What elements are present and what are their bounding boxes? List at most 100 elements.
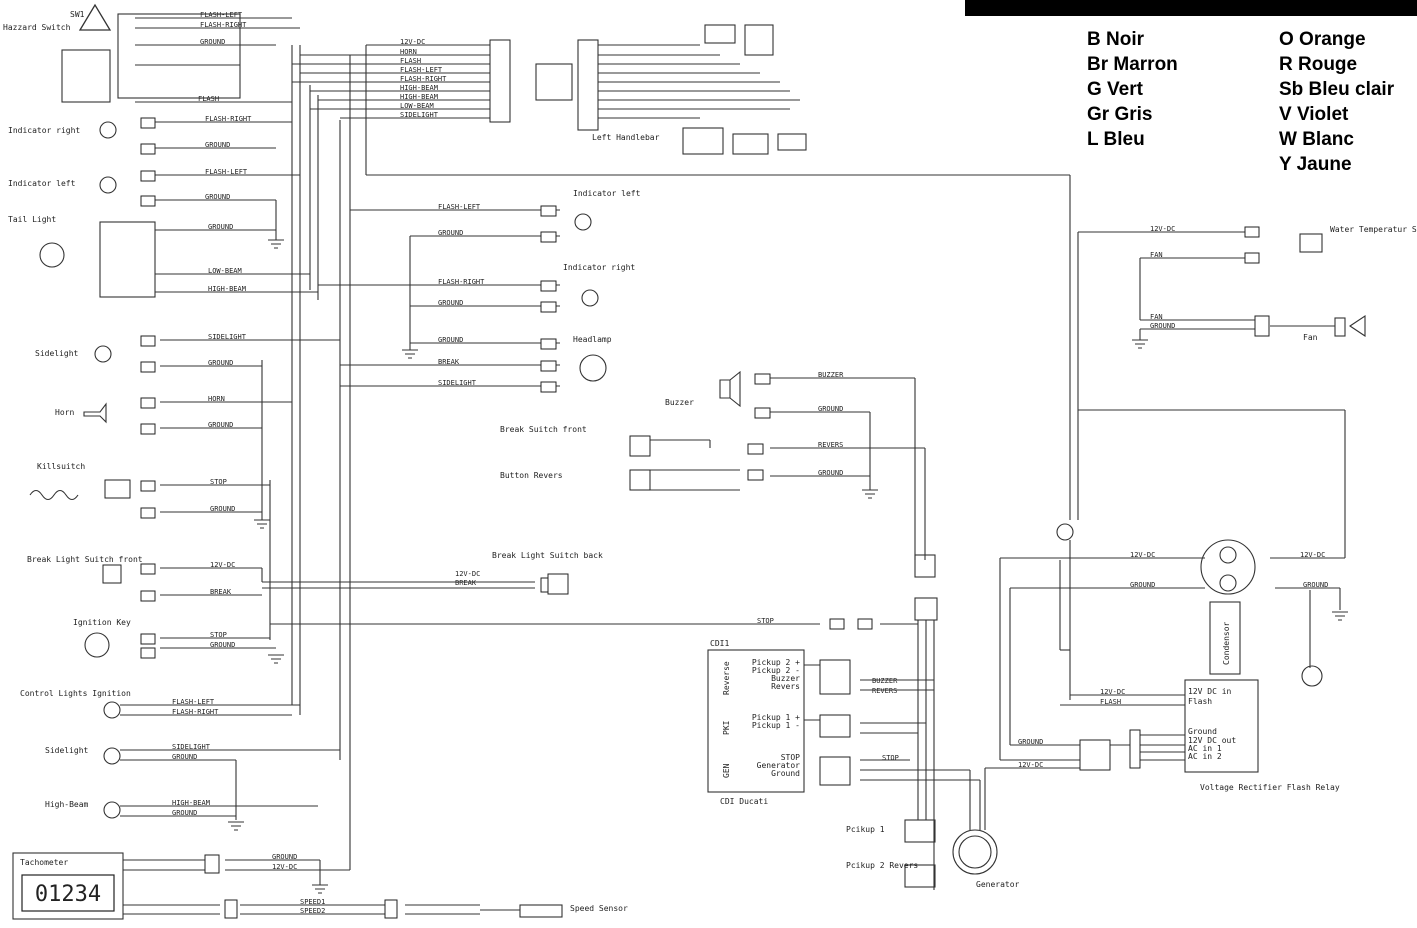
wire-label: FLASH-RIGHT	[438, 278, 485, 286]
cdi-pin: Generator	[757, 761, 801, 770]
legend-item: B Noir	[1087, 29, 1144, 50]
rectifier-pin: Flash	[1188, 697, 1212, 706]
wire-label: FLASH-LEFT	[200, 11, 243, 19]
label-generator: Generator	[976, 880, 1020, 889]
legend-item: L Bleu	[1087, 129, 1145, 150]
wire-label: HIGH-BEAM	[400, 93, 438, 101]
label-ignition-key: Ignition Key	[73, 618, 131, 627]
wire-label: FAN	[1150, 313, 1163, 321]
wire-label: GROUND	[200, 38, 225, 46]
legend-item: O Orange	[1279, 29, 1366, 50]
rectifier-pin: Ground	[1188, 727, 1217, 736]
cdi-pin: Buzzer	[771, 674, 800, 683]
wire-label: SIDELIGHT	[400, 111, 439, 119]
wire-label: HORN	[208, 395, 225, 403]
wire-label: FLASH-LEFT	[172, 698, 215, 706]
wire-label: GROUND	[208, 421, 233, 429]
label-buzzer: Buzzer	[665, 398, 694, 407]
wire-label: FLASH-LEFT	[438, 203, 481, 211]
label-break-light-front: Break Light Suitch front	[27, 555, 143, 564]
wire-label: GROUND	[172, 753, 197, 761]
wire-label: LOW-BEAM	[400, 102, 434, 110]
wire-label: 12V-DC	[1300, 551, 1325, 559]
cdi-pin-labels: Pickup 2 + Pickup 2 - Buzzer Revers Pick…	[752, 658, 800, 778]
label-condensor: Condensor	[1222, 621, 1231, 665]
label-pickup-2: Pcikup 2 Revers	[846, 861, 918, 870]
legend-item: Br Marron	[1087, 54, 1178, 75]
wire-label: LOW-BEAM	[208, 267, 242, 275]
wire-label: REVERS	[872, 687, 897, 695]
legend-item: V Violet	[1279, 104, 1349, 125]
label-cdi: CDI Ducati	[720, 797, 768, 806]
label-pickup-1: Pcikup 1	[846, 825, 885, 834]
wire-label: 12V-DC	[210, 561, 235, 569]
label-horn: Horn	[55, 408, 74, 417]
wire-label: GROUND	[1018, 738, 1043, 746]
wire-label: STOP	[210, 631, 227, 639]
wire-label: STOP	[210, 478, 227, 486]
wire-label: GROUND	[205, 193, 230, 201]
wire-label: SIDELIGHT	[172, 743, 211, 751]
label-indicator-right-front: Indicator right	[563, 263, 635, 272]
wire-label: BUZZER	[818, 371, 844, 379]
wire-label: GROUND	[172, 809, 197, 817]
cdi-pin: Ground	[771, 769, 800, 778]
label-sidelight-rear: Sidelight	[35, 349, 79, 358]
wire-label: GROUND	[438, 299, 463, 307]
wire-label: FLASH	[1100, 698, 1121, 706]
wire-network	[12, 3, 1366, 920]
cdi-group-labels: Reverse PKI GEN	[722, 661, 731, 778]
cdi-group: GEN	[722, 763, 731, 778]
label-sidelight-dash: Sidelight	[45, 746, 89, 755]
wire-label: GROUND	[210, 505, 235, 513]
wire-label: 12V-DC	[1150, 225, 1175, 233]
tachometer-value: 01234	[35, 882, 101, 907]
legend-item: Y Jaune	[1279, 154, 1352, 175]
wire-label: 12V-DC	[1018, 761, 1043, 769]
wire-label: GROUND	[818, 469, 843, 477]
cdi-pin: Revers	[771, 682, 800, 691]
legend-item: Gr Gris	[1087, 104, 1153, 125]
wire-label: GROUND	[205, 141, 230, 149]
color-legend-left: B Noir Br Marron G Vert Gr Gris L Bleu	[1087, 27, 1178, 152]
cdi-pin: STOP	[781, 753, 800, 762]
label-indicator-left-rear: Indicator left	[8, 179, 76, 188]
wire-label: STOP	[757, 617, 774, 625]
wire-label: BUZZER	[872, 677, 898, 685]
legend-item: G Vert	[1087, 79, 1143, 100]
label-high-beam: High-Beam	[45, 800, 89, 809]
wire-label: FLASH-RIGHT	[200, 21, 247, 29]
wire-label: 12V-DC	[1130, 551, 1155, 559]
wire-label: FLASH-LEFT	[400, 66, 443, 74]
label-left-handlebar: Left Handlebar	[592, 133, 660, 142]
wire-label: SPEED1	[300, 898, 325, 906]
label-indicator-left-front: Indicator left	[573, 189, 641, 198]
wire-label: HIGH-BEAM	[400, 84, 438, 92]
label-break-light-back: Break Light Suitch back	[492, 551, 603, 560]
wire-label: SPEED2	[300, 907, 325, 915]
wire-labels: FLASH-LEFT FLASH-RIGHT GROUND FLASH 12V-…	[172, 11, 1328, 915]
label-tail-light: Tail Light	[8, 215, 56, 224]
wire-label: GROUND	[1150, 322, 1175, 330]
label-sw1: SW1	[70, 10, 85, 19]
rectifier-pin: AC in 1	[1188, 744, 1222, 753]
legend-item: Sb Bleu clair	[1279, 79, 1395, 100]
wire-label: 12V-DC	[400, 38, 425, 46]
wire-label: GROUND	[208, 223, 233, 231]
wire-label: FLASH	[198, 95, 219, 103]
wire-label: GROUND	[208, 359, 233, 367]
wire-label: FLASH-RIGHT	[205, 115, 252, 123]
wire-label: REVERS	[818, 441, 843, 449]
label-water-temp-switch: Water Temperatur Suitch	[1330, 225, 1417, 234]
wire-label: STOP	[882, 754, 899, 762]
wire-label: HORN	[400, 48, 417, 56]
wire-label: SIDELIGHT	[208, 333, 247, 341]
cdi-pin: Pickup 2 -	[752, 666, 800, 675]
tachometer-display	[21, 874, 115, 912]
wire-label: FLASH-RIGHT	[400, 75, 447, 83]
wire-label: GROUND	[818, 405, 843, 413]
label-button-revers: Button Revers	[500, 471, 563, 480]
cdi-pin: Pickup 2 +	[752, 658, 800, 667]
cdi-pin: Pickup 1 +	[752, 713, 800, 722]
